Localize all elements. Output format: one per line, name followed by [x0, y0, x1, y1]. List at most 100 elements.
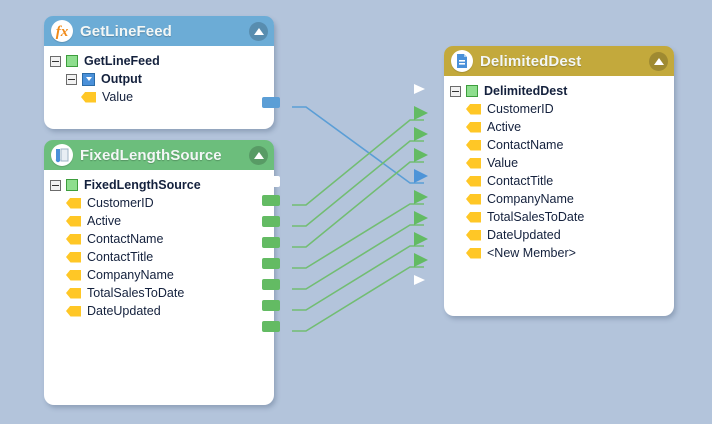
svg-text:fx: fx	[56, 24, 69, 40]
tree-row-label: TotalSalesToDate	[487, 210, 585, 224]
yellow-field-icon	[66, 215, 81, 227]
tree-row[interactable]: CustomerID	[444, 100, 674, 118]
tree-row[interactable]: FixedLengthSource	[44, 176, 274, 194]
yellow-field-icon	[466, 247, 481, 259]
tree-row-label: DelimitedDest	[484, 84, 568, 98]
connection-wire[interactable]	[292, 106, 424, 184]
expander-collapse-icon[interactable]	[50, 179, 61, 191]
tree-row-label: ContactName	[87, 232, 164, 246]
contactname-output-port[interactable]	[262, 237, 280, 248]
yellow-field-icon	[466, 139, 481, 151]
tree-row[interactable]: Value	[444, 154, 674, 172]
companyname-input-port[interactable]	[414, 211, 428, 225]
tree-row[interactable]: Output	[44, 70, 274, 88]
expander-collapse-icon[interactable]	[50, 55, 61, 67]
tree-row-label: ContactTitle	[487, 174, 554, 188]
tree-row[interactable]: CompanyName	[444, 190, 674, 208]
yellow-field-icon	[466, 229, 481, 241]
connection-wire[interactable]	[292, 203, 424, 269]
tree-row[interactable]: TotalSalesToDate	[444, 208, 674, 226]
tree-row[interactable]: ContactTitle	[44, 248, 274, 266]
contacttitle-input-port[interactable]	[414, 190, 428, 204]
totalsalestodate-output-port[interactable]	[262, 300, 280, 311]
yellow-field-icon	[66, 269, 81, 281]
green-square-icon	[66, 179, 78, 191]
node-header-fixedlengthsource[interactable]: FixedLengthSource	[44, 140, 274, 170]
tree-row[interactable]: CustomerID	[44, 194, 274, 212]
customerid-output-port[interactable]	[262, 195, 280, 206]
connection-wire[interactable]	[292, 119, 424, 206]
connection-wire[interactable]	[292, 245, 424, 311]
tree-row-label: CustomerID	[87, 196, 154, 210]
active-output-port[interactable]	[262, 216, 280, 227]
customerid-input-port[interactable]	[414, 106, 428, 120]
tree-row[interactable]: CompanyName	[44, 266, 274, 284]
node-title: DelimitedDest	[480, 52, 582, 70]
tree-row[interactable]: GetLineFeed	[44, 52, 274, 70]
tree-row[interactable]: ContactTitle	[444, 172, 674, 190]
tree-row[interactable]: Active	[44, 212, 274, 230]
value-input-port[interactable]	[414, 169, 428, 183]
fixed-length-file-icon	[51, 144, 73, 166]
node-header-getlinefeed[interactable]: fx GetLineFeed	[44, 16, 274, 46]
newmember-input-port[interactable]	[414, 275, 425, 285]
connection-wire[interactable]	[292, 224, 424, 290]
companyname-output-port[interactable]	[262, 279, 280, 290]
tree-row-label: CustomerID	[487, 102, 554, 116]
tree-row[interactable]: ContactName	[44, 230, 274, 248]
tree-row[interactable]: DelimitedDest	[444, 82, 674, 100]
contacttitle-output-port[interactable]	[262, 258, 280, 269]
totalsalestodate-input-port[interactable]	[414, 232, 428, 246]
collapse-up-icon[interactable]	[649, 51, 668, 71]
tree-row-label: FixedLengthSource	[84, 178, 201, 192]
tree-row[interactable]: DateUpdated	[444, 226, 674, 244]
expander-collapse-icon[interactable]	[450, 85, 461, 97]
blue-output-icon	[82, 72, 95, 86]
collapse-up-icon[interactable]	[249, 21, 268, 41]
active-input-port[interactable]	[414, 127, 428, 141]
collapse-up-icon[interactable]	[249, 145, 268, 165]
tree-row-label: DateUpdated	[87, 304, 161, 318]
connection-wire[interactable]	[292, 140, 424, 227]
tree-row-label: Active	[87, 214, 122, 228]
node-title: GetLineFeed	[80, 22, 172, 40]
tree-row-label: Output	[101, 72, 142, 86]
value-output-port[interactable]	[262, 97, 280, 108]
root-input-port[interactable]	[414, 84, 425, 94]
root-output-port[interactable]	[262, 176, 280, 187]
node-header-delimiteddest[interactable]: DelimitedDest	[444, 46, 674, 76]
yellow-field-icon	[466, 157, 481, 169]
contactname-input-port[interactable]	[414, 148, 428, 162]
tree-row-label: DateUpdated	[487, 228, 561, 242]
tree-row[interactable]: Active	[444, 118, 674, 136]
dateupdated-input-port[interactable]	[414, 253, 428, 267]
green-square-icon	[66, 55, 78, 67]
yellow-field-icon	[466, 103, 481, 115]
connection-wire[interactable]	[292, 266, 424, 332]
tree-row-label: <New Member>	[487, 246, 576, 260]
tree-row[interactable]: ContactName	[444, 136, 674, 154]
tree-row-label: Value	[487, 156, 519, 170]
tree-row-label: CompanyName	[487, 192, 574, 206]
tree-row-label: Value	[102, 90, 134, 104]
tree-row[interactable]: TotalSalesToDate	[44, 284, 274, 302]
tree-row[interactable]: DateUpdated	[44, 302, 274, 320]
yellow-field-icon	[81, 91, 96, 103]
dateupdated-output-port[interactable]	[262, 321, 280, 332]
tree-row[interactable]: <New Member>	[444, 244, 674, 262]
yellow-field-icon	[66, 305, 81, 317]
yellow-field-icon	[466, 211, 481, 223]
yellow-field-icon	[466, 193, 481, 205]
connection-wire[interactable]	[292, 161, 424, 248]
yellow-field-icon	[66, 251, 81, 263]
expander-collapse-icon[interactable]	[66, 73, 77, 85]
tree-row-label: ContactTitle	[87, 250, 154, 264]
tree-row[interactable]: Value	[44, 88, 274, 106]
tree-row-label: ContactName	[487, 138, 564, 152]
